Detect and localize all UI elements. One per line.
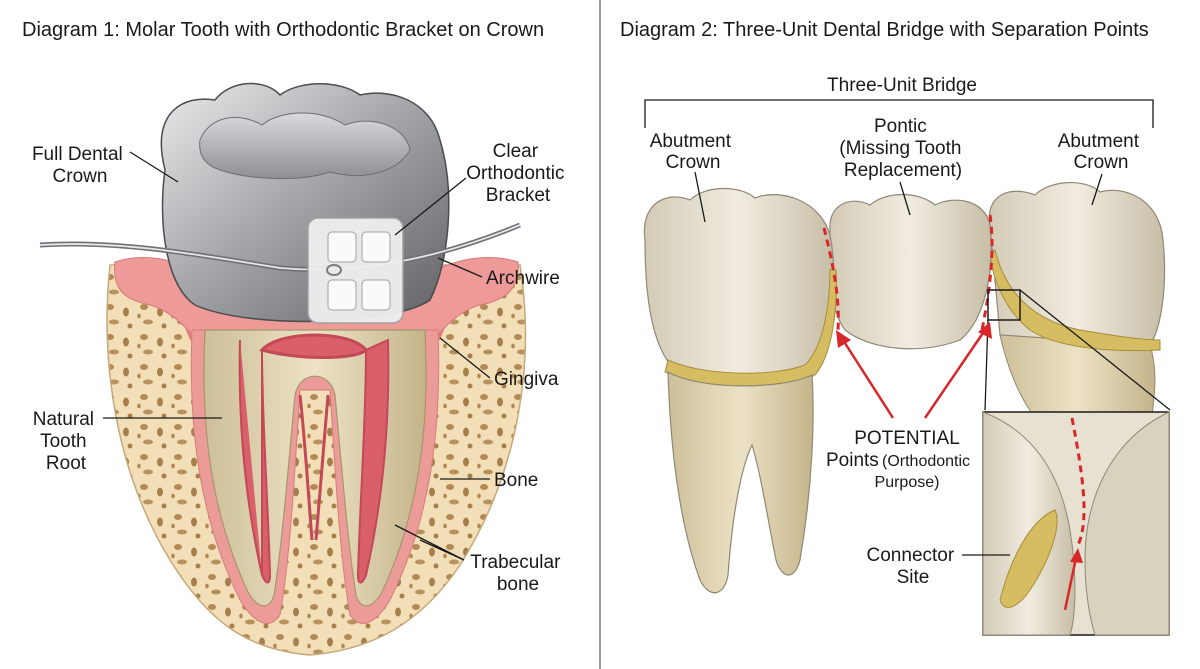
clear-orthodontic-bracket [307, 217, 404, 324]
leader-pontic [899, 181, 911, 216]
crown-occlusal-surface [199, 112, 411, 180]
leader-full-dental-crown [129, 151, 179, 183]
separation-arrows [836, 322, 1083, 611]
label-right-abutment: Abutment Crown [1058, 131, 1145, 173]
left-abutment-crown [643, 187, 835, 380]
label-potential-points-line3: Purpose) [875, 474, 940, 491]
separation-line-left [822, 227, 840, 331]
leader-clear-bracket [394, 177, 467, 236]
root-canal [356, 338, 390, 584]
connector-callout-box [987, 289, 1021, 321]
leader-gingiva [439, 337, 491, 379]
bridge-span-bracket [644, 99, 1154, 128]
label-trabecular-bone: Trabecular bone [470, 552, 565, 595]
diagram-1-title: Diagram 1: Molar Tooth with Orthodontic … [22, 19, 544, 41]
root-canal [238, 339, 272, 584]
label-potential-points-line2b: (Orthodontic [882, 453, 970, 470]
label-gingiva: Gingiva [494, 369, 559, 390]
label-natural-root: Natural Tooth Root [33, 409, 100, 474]
leader-archwire [437, 257, 483, 278]
label-bone: Bone [494, 470, 538, 491]
label-full-dental-crown: Full Dental Crown [32, 144, 128, 187]
label-three-unit-bridge: Three-Unit Bridge [827, 75, 977, 96]
label-archwire: Archwire [486, 268, 560, 289]
right-abutment-crown [988, 181, 1166, 346]
label-potential-points-line2: Points [826, 450, 879, 471]
label-left-abutment: Abutment Crown [650, 131, 737, 173]
leader-left-abutment [694, 171, 706, 223]
connector-inset [982, 411, 1170, 636]
diagram-1: Diagram 1: Molar Tooth with Orthodontic … [22, 19, 570, 656]
label-connector-site: Connector Site [867, 545, 960, 588]
diagram-2-title: Diagram 2: Three-Unit Dental Bridge with… [620, 19, 1149, 41]
archwire-highlight [39, 224, 521, 271]
label-clear-bracket: Clear Orthodontic Bracket [466, 141, 570, 206]
diagram-2: Diagram 2: Three-Unit Dental Bridge with… [620, 19, 1171, 636]
right-gold-margin [989, 249, 1161, 352]
leader-right-abutment [1091, 173, 1103, 206]
left-abutment-root [667, 370, 814, 594]
leader-trabecular-bone [394, 524, 465, 561]
separation-line-right [980, 214, 994, 331]
pulp-chamber [259, 333, 369, 541]
pontic [828, 193, 992, 350]
label-pontic: Pontic (Missing Tooth Replacement) [839, 116, 966, 181]
label-potential-points: POTENTIAL [854, 428, 960, 449]
